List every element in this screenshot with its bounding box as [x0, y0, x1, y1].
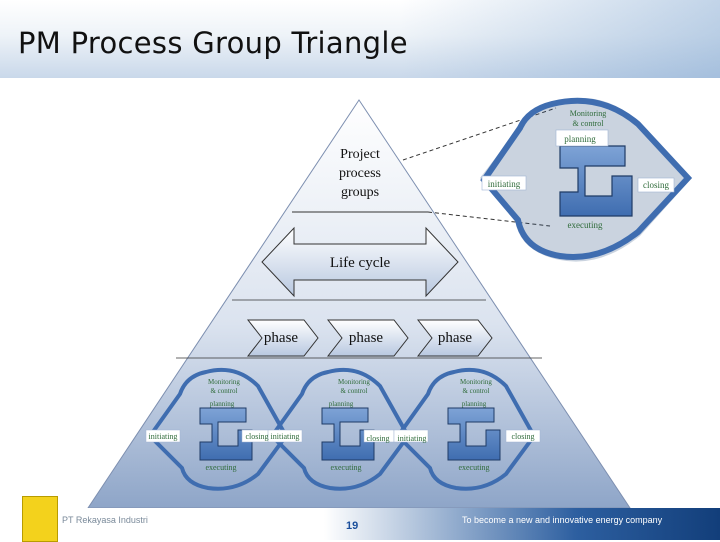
- mini2-planning: planning: [329, 400, 354, 408]
- phase-chevrons: [246, 319, 493, 357]
- top-monitoring-line1: Monitoring: [570, 109, 606, 118]
- footer-company: PT Rekayasa Industri: [62, 515, 148, 525]
- phase-label-2: phase: [349, 330, 383, 346]
- mini-cycle-ring: [269, 367, 411, 491]
- top-closing-label: closing: [643, 180, 669, 190]
- phase-chevron: [326, 319, 409, 357]
- planning-box: [555, 129, 609, 147]
- mini2-executing: executing: [330, 463, 361, 472]
- mini-cycle-ring: [147, 367, 289, 491]
- top-initiating-label: initiating: [488, 179, 521, 189]
- mini1-initiating: initiating: [149, 432, 178, 441]
- life-cycle-arrow: [261, 226, 459, 298]
- top-planning-label: planning: [564, 134, 596, 144]
- title-accent: [400, 0, 720, 78]
- top-process-cycle: [480, 97, 693, 262]
- phase-label-3: phase: [438, 330, 472, 346]
- mini3-planning: planning: [462, 400, 487, 408]
- mini-closing-box: [505, 429, 541, 443]
- initiating-box: [481, 175, 527, 191]
- top-executing-label: executing: [568, 220, 603, 230]
- page-number: 19: [346, 520, 359, 532]
- mini-cycle-2: [267, 367, 411, 491]
- mini1-monitoring-line2: & control: [210, 387, 237, 395]
- life-cycle-label: Life cycle: [330, 255, 391, 271]
- footer-tagline: To become a new and innovative energy co…: [462, 515, 663, 525]
- phase-label-1: phase: [264, 330, 298, 346]
- mini3-monitoring-line2: & control: [462, 387, 489, 395]
- project-label-line1: Project: [340, 147, 380, 162]
- mini3-monitoring-line1: Monitoring: [460, 378, 492, 386]
- mini3-initiating: initiating: [398, 434, 427, 443]
- mini1-closing: closing: [245, 432, 268, 441]
- mini-cycle-3: [393, 367, 541, 491]
- cycle-outer-ring: [480, 97, 693, 260]
- mini2-monitoring-line2: & control: [340, 387, 367, 395]
- title-bar: [0, 0, 720, 78]
- mini-cycle-blob: [447, 407, 501, 461]
- cycle-inner-blob: [559, 145, 633, 217]
- closing-box: [637, 177, 675, 193]
- top-monitoring-line2: & control: [573, 119, 605, 128]
- mini1-monitoring-line1: Monitoring: [208, 378, 240, 386]
- mini2-initiating: initiating: [271, 432, 300, 441]
- mini2-closing: closing: [366, 434, 389, 443]
- company-logo: [22, 496, 58, 542]
- phase-chevron: [246, 319, 319, 357]
- mini2-monitoring-line1: Monitoring: [338, 378, 370, 386]
- project-label-line3: groups: [341, 185, 379, 200]
- mini1-planning: planning: [210, 400, 235, 408]
- mini-initiating-box: [267, 429, 303, 443]
- footer-bar: [0, 508, 720, 540]
- mini-initiating-box: [145, 429, 181, 443]
- mini3-closing: closing: [511, 432, 534, 441]
- mini-cycle-1: [145, 367, 289, 491]
- mini-initiating-box: [393, 429, 429, 443]
- mini-cycle-ring: [395, 367, 537, 491]
- project-label-line2: process: [339, 166, 381, 181]
- page-title: PM Process Group Triangle: [18, 26, 408, 60]
- mini3-executing: executing: [458, 463, 489, 472]
- mini1-executing: executing: [205, 463, 236, 472]
- phase-chevron: [416, 319, 493, 357]
